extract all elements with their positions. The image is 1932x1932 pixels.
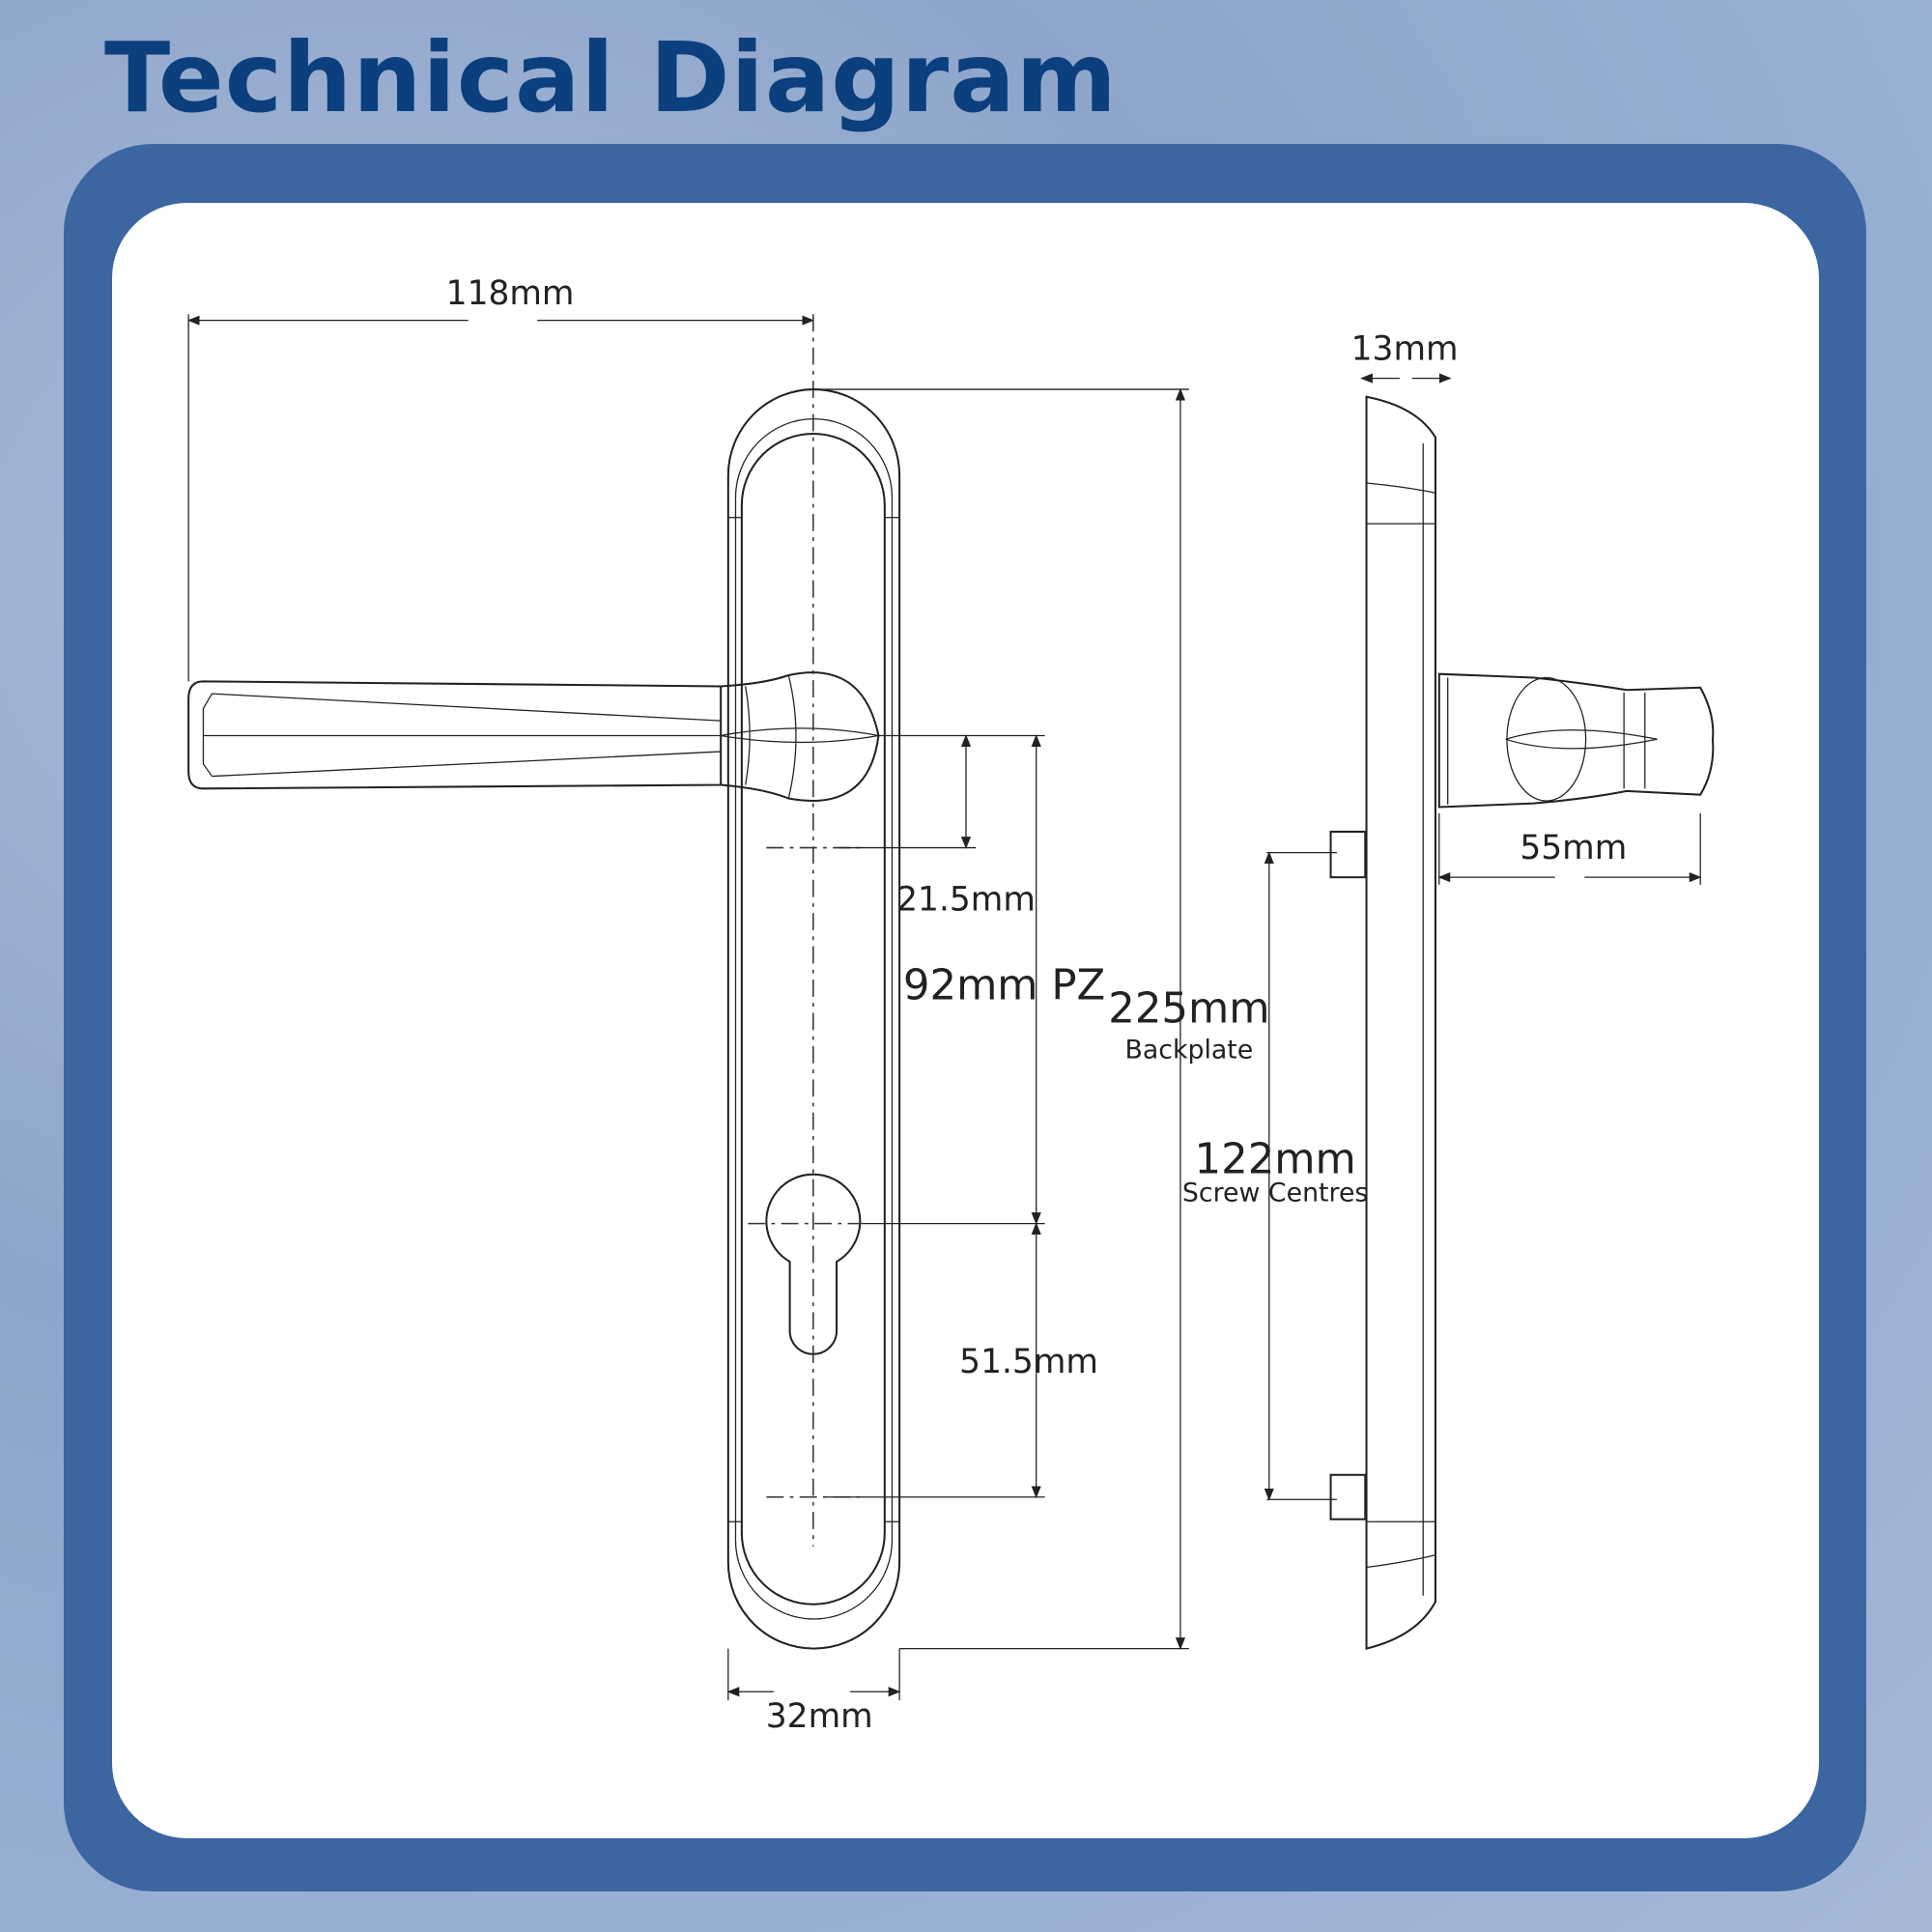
diagram-panel	[112, 203, 1819, 1838]
lever-handle	[187, 671, 880, 802]
label-screw-centres: Screw Centres	[1182, 1179, 1368, 1208]
page-title: Technical Diagram	[104, 21, 1118, 134]
label-backplate: Backplate	[1124, 1036, 1253, 1065]
label-side-thickness: 13mm	[1351, 329, 1459, 368]
dimension-lines	[186, 314, 1702, 1701]
label-handle-projection: 55mm	[1520, 829, 1627, 867]
label-screw-centres-value: 122mm	[1195, 1135, 1356, 1183]
label-cylinder-to-screw: 51.5mm	[959, 1343, 1098, 1381]
label-spindle-offset: 21.5mm	[896, 881, 1036, 920]
side-view	[1329, 395, 1715, 1650]
label-pz: 92mm PZ	[903, 961, 1105, 1009]
label-backplate-length: 225mm	[1108, 985, 1269, 1034]
label-backplate-width: 32mm	[766, 1697, 873, 1736]
label-handle-length: 118mm	[446, 274, 575, 313]
